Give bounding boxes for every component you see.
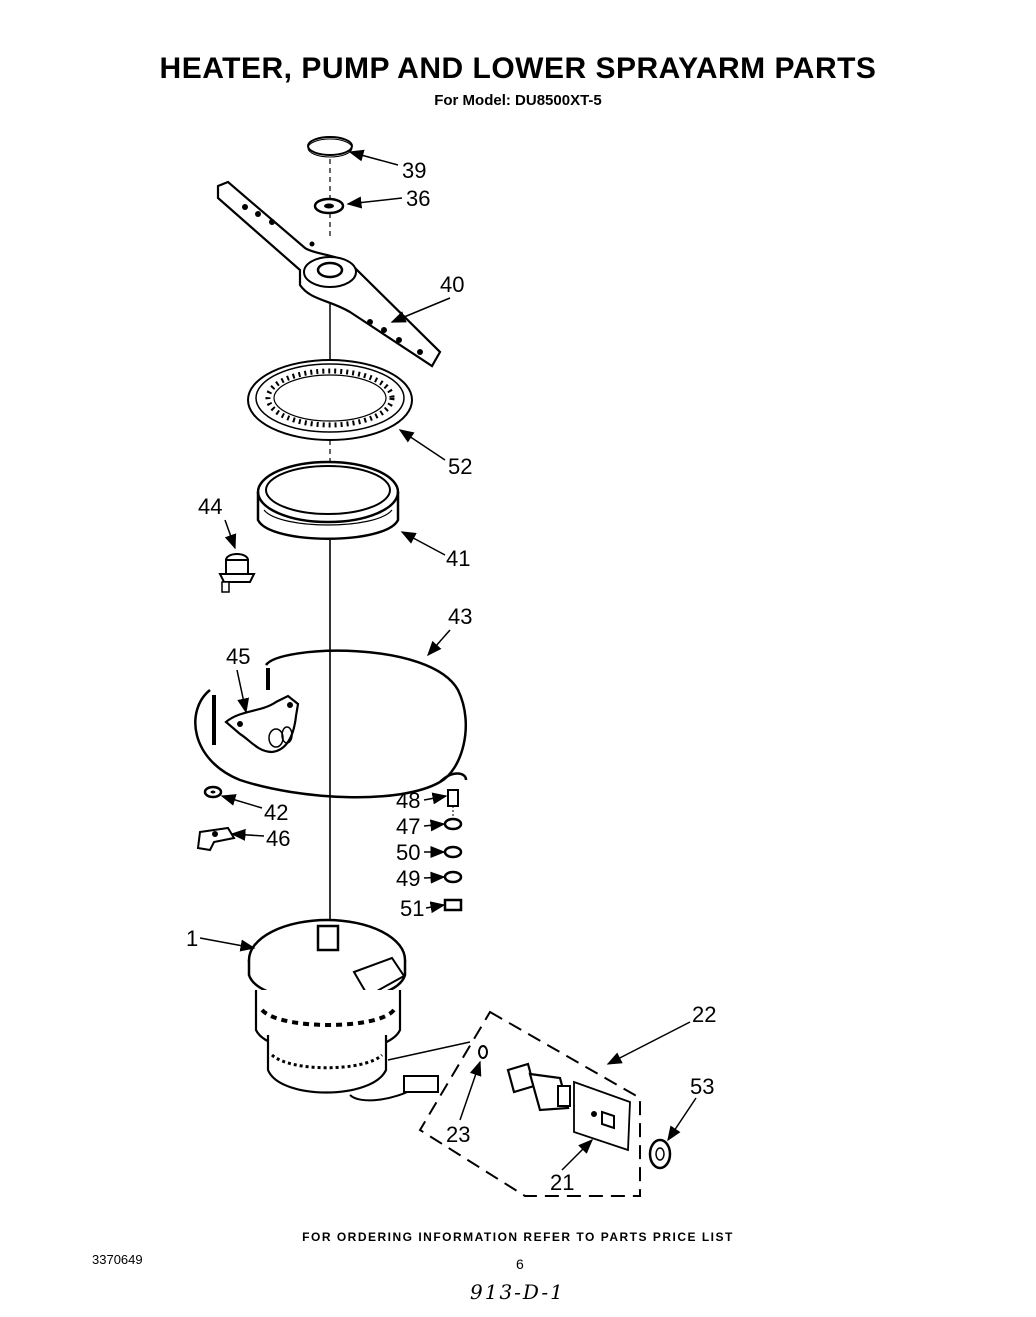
ordering-note: FOR ORDERING INFORMATION REFER TO PARTS …	[302, 1230, 734, 1244]
callout-52: 52	[448, 454, 472, 479]
model-subtitle: For Model: DU8500XT-5	[434, 92, 602, 109]
part-bracket-45	[224, 694, 300, 754]
part-cap-39	[307, 136, 353, 158]
part-hardware-stack	[443, 789, 463, 912]
part-filter-ring-52	[247, 359, 413, 441]
callout-50: 50	[396, 840, 420, 865]
callout-36: 36	[406, 186, 430, 211]
callout-21: 21	[550, 1170, 574, 1195]
callout-22: 22	[692, 1002, 716, 1027]
page-number: 6	[516, 1256, 524, 1272]
callout-43: 43	[448, 604, 472, 629]
part-thermostat-44	[218, 553, 256, 593]
document-number: 3370649	[92, 1252, 143, 1267]
leader-arrows	[199, 149, 697, 1171]
part-nut-42	[203, 785, 223, 799]
callout-49: 49	[396, 866, 420, 891]
callout-42: 42	[264, 800, 288, 825]
callout-23: 23	[446, 1122, 470, 1147]
callout-45: 45	[226, 644, 250, 669]
callout-53: 53	[690, 1074, 714, 1099]
kit-boundary-22	[418, 1010, 641, 1197]
callout-48: 48	[396, 788, 420, 813]
part-nut-53	[648, 1138, 672, 1170]
callout-51: 51	[400, 896, 424, 921]
part-sensor-21	[478, 1045, 631, 1152]
callout-1: 1	[186, 926, 198, 951]
handwritten-note: 913-D-1	[470, 1280, 565, 1304]
part-pump-motor-assembly-1	[247, 918, 471, 1102]
part-clip-46	[196, 826, 236, 852]
callout-39: 39	[402, 158, 426, 183]
callout-46: 46	[266, 826, 290, 851]
callout-47: 47	[396, 814, 420, 839]
part-gasket-41	[256, 460, 400, 540]
page-title: HEATER, PUMP AND LOWER SPRAYARM PARTS	[159, 52, 877, 85]
callout-40: 40	[440, 272, 464, 297]
callout-41: 41	[446, 546, 470, 571]
callout-44: 44	[198, 494, 222, 519]
part-washer-36	[313, 197, 345, 215]
part-sprayarm-40	[216, 180, 442, 368]
part-heater-element-43	[194, 649, 468, 799]
